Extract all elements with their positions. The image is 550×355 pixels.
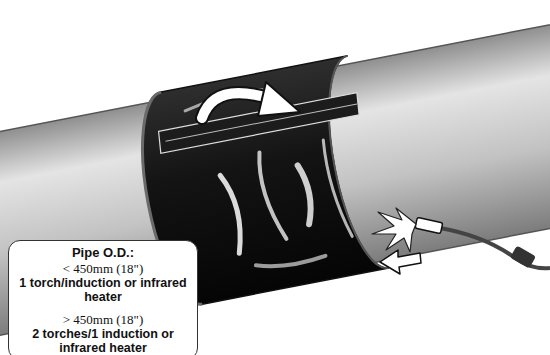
torch-hose xyxy=(440,228,550,268)
heading-text: Pipe O.D.: xyxy=(72,245,134,260)
torch-nozzle xyxy=(415,217,443,233)
torch-handle xyxy=(510,245,536,268)
sleeve-highlight xyxy=(220,173,245,253)
sleeve-highlight xyxy=(256,252,326,271)
sleeve-edge xyxy=(314,56,389,275)
heat-arrow xyxy=(380,250,421,274)
wrap-arrow-head xyxy=(258,82,300,116)
size-text: > 450mm (18") xyxy=(63,312,144,327)
sleeve-highlight xyxy=(256,151,286,242)
heater-text: 1 torch/induction or infrared heater xyxy=(15,276,191,304)
heater-text: 2 torches/1 induction or infrared heater xyxy=(15,327,191,355)
sleeve-highlight xyxy=(322,138,352,238)
sleeve-highlight xyxy=(298,164,315,224)
closure-patch xyxy=(157,93,361,154)
callout-box: Pipe O.D.:< 450mm (18")1 torch/induction… xyxy=(8,240,198,355)
torch-flame xyxy=(372,208,416,252)
size-text: < 450mm (18") xyxy=(63,261,144,276)
